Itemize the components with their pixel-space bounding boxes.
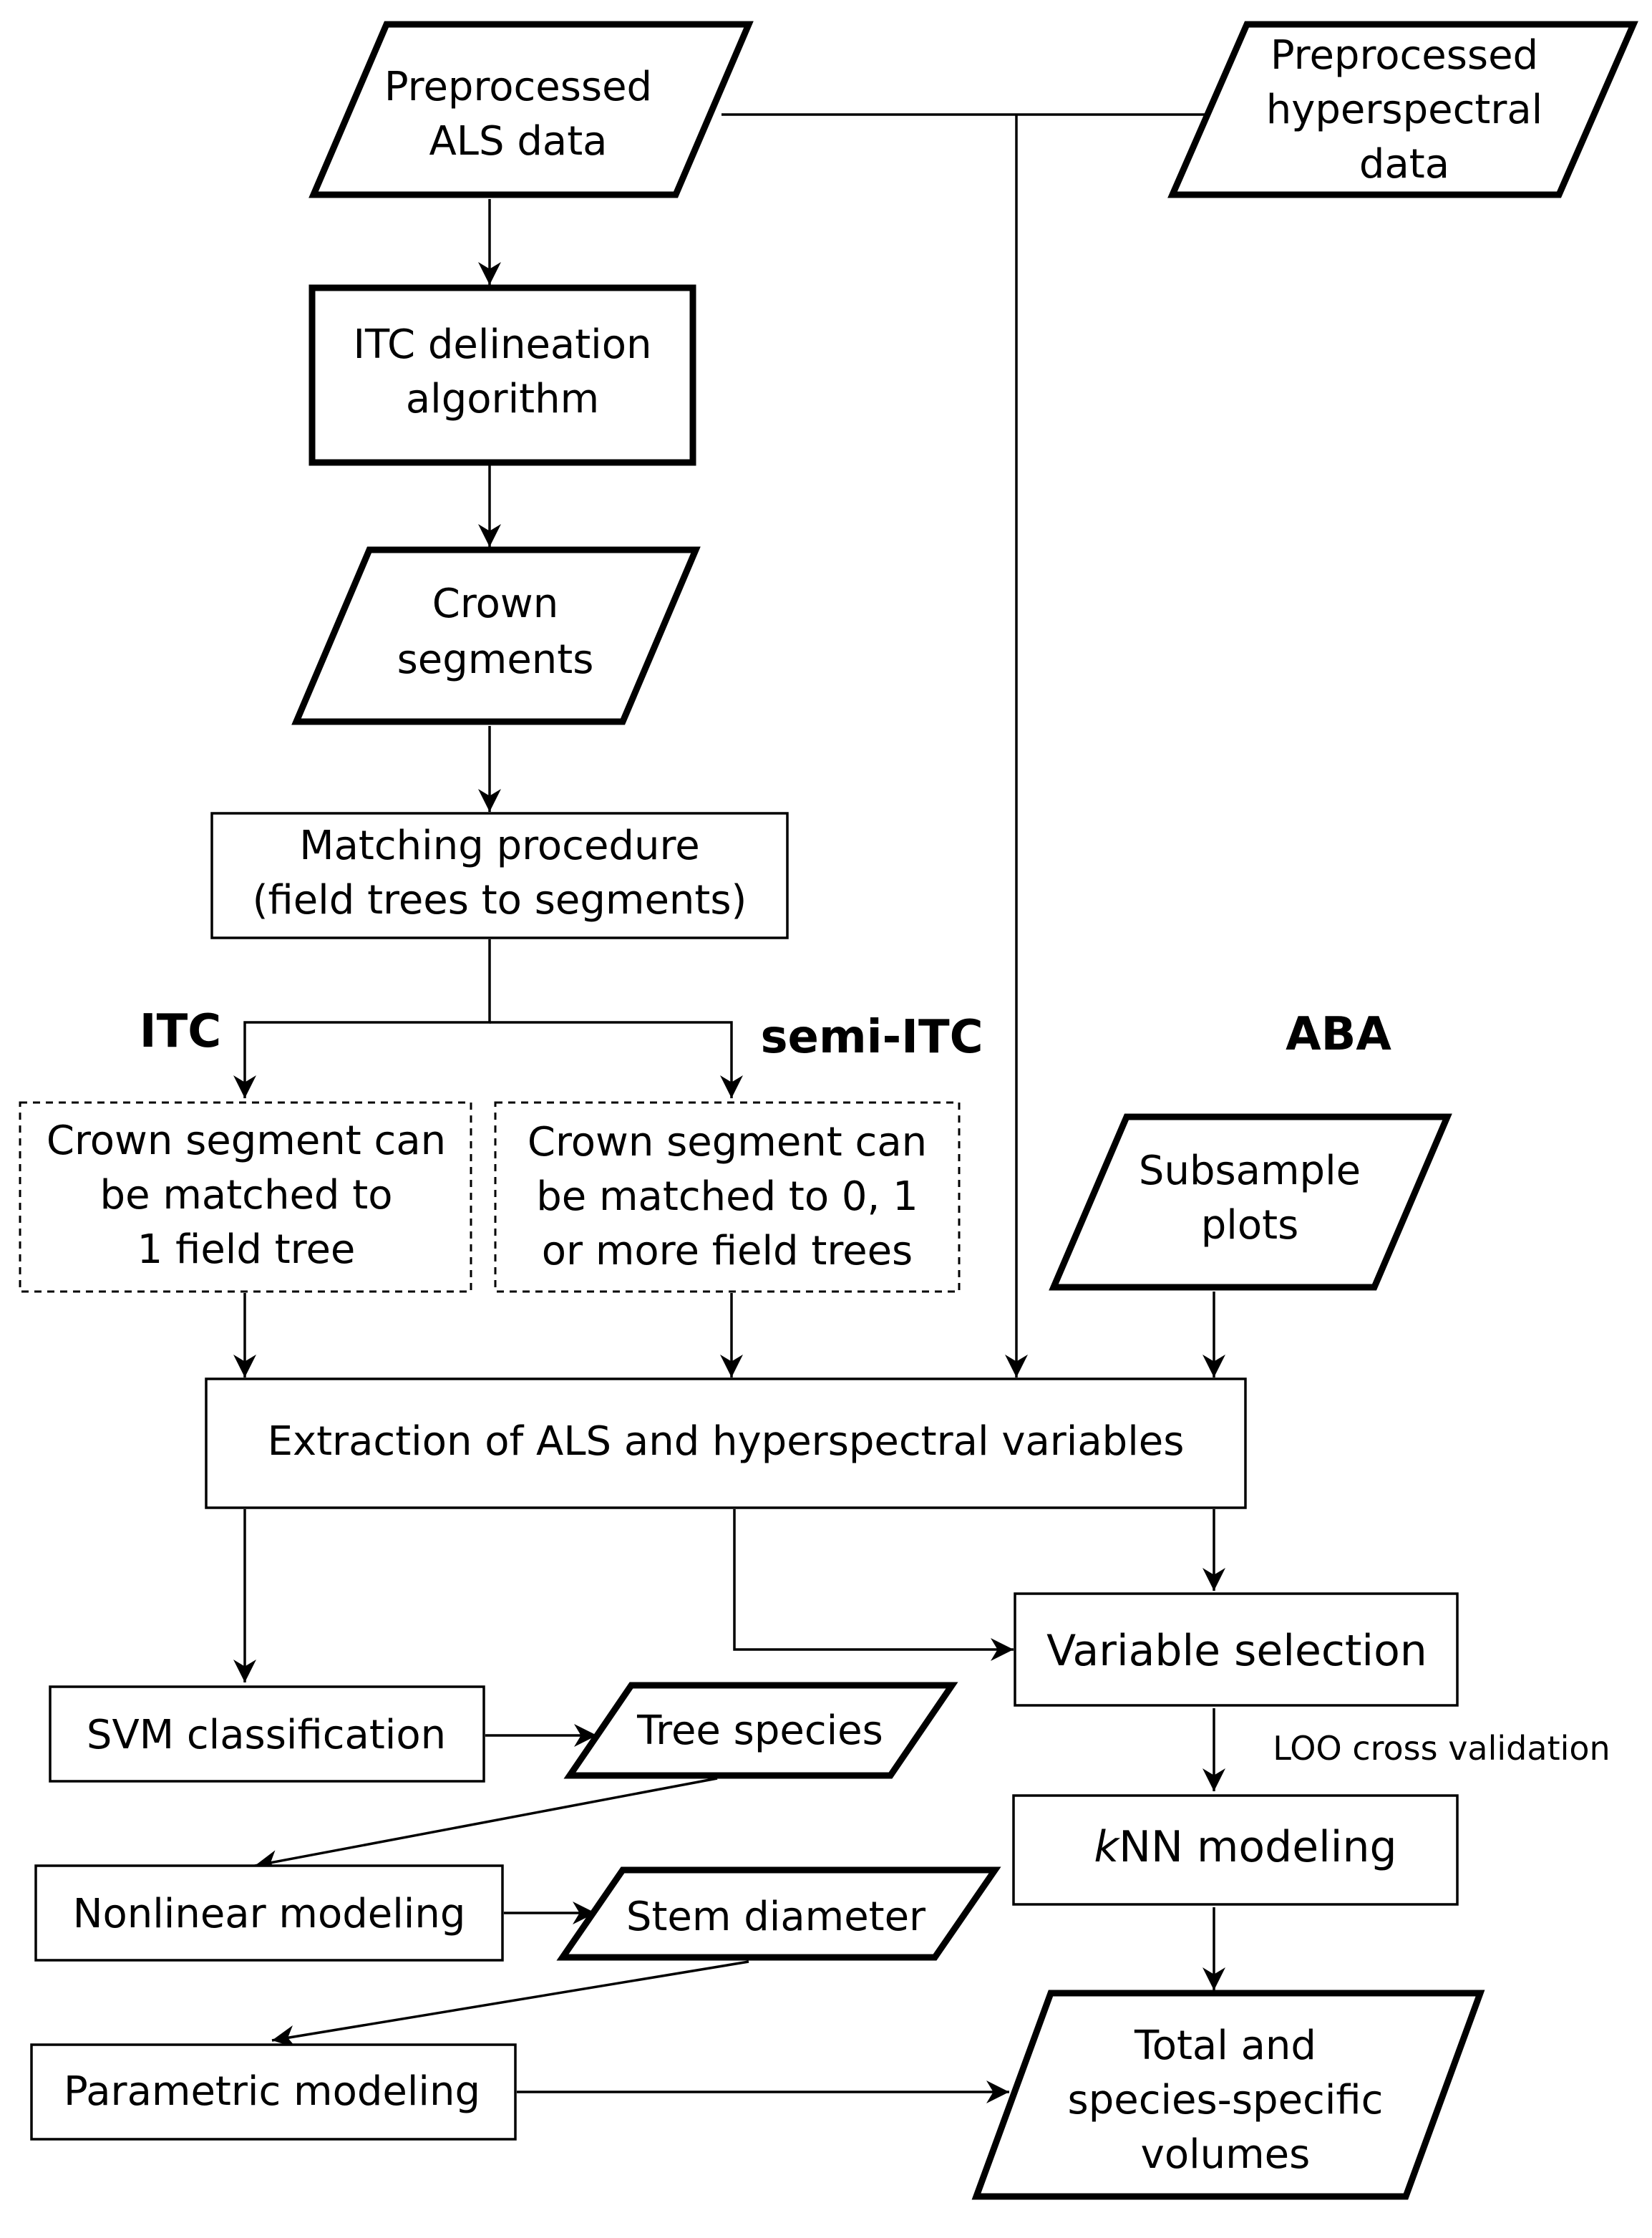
itc-option-line-2: be matched to (100, 1172, 393, 1219)
node-crown-segments: Crown segments (291, 546, 701, 725)
als-data-line-1: Preprocessed (384, 64, 652, 110)
stem-diameter-label: Stem diameter (626, 1894, 926, 1940)
svg-text:Matching procedure: Matching procedure (299, 823, 699, 869)
semi-itc-option-line-1: Crown segment can (528, 1119, 927, 1166)
svg-text:be matched to 0, 1: be matched to 0, 1 (536, 1173, 918, 1220)
node-total-and-species-specific-volumes: Total and species-specific volumes (971, 1990, 1485, 2200)
node-preprocessed-als-data: Preprocessed ALS data (308, 21, 754, 198)
svg-text:Preprocessed: Preprocessed (384, 64, 652, 110)
connector-matching-branch-right (490, 1021, 743, 1098)
svg-text:or more field trees: or more field trees (542, 1228, 913, 1274)
hyper-data-line-3: data (1359, 141, 1449, 188)
svg-text:Subsample: Subsample (1139, 1148, 1361, 1194)
itc-delineation-line-1: ITC delineation (354, 321, 652, 368)
parametric-modeling-label: Parametric modeling (64, 2068, 480, 2115)
hyper-data-line-1: Preprocessed (1270, 32, 1538, 79)
svg-text:1 field tree: 1 field tree (137, 1226, 356, 1273)
knn-rest: NN modeling (1119, 1822, 1396, 1872)
node-extraction-of-variables: Extraction of ALS and hyperspectral vari… (205, 1377, 1247, 1509)
svg-text:Crown: Crown (432, 581, 558, 627)
subsample-line-1: Subsample (1139, 1148, 1361, 1194)
connector-matching-branch (233, 939, 491, 1098)
edge-label-loo-cross-validation: LOO cross validation (1273, 1729, 1610, 1768)
svg-text:Crown segment can: Crown segment can (47, 1118, 446, 1164)
node-itc-delineation-algorithm: ITC delineation algorithm (308, 284, 696, 466)
svg-text:(field trees to segments): (field trees to segments) (253, 877, 747, 924)
node-parametric-modeling: Parametric modeling (30, 2043, 517, 2141)
arrow-stem-to-parametric (271, 1960, 749, 2048)
arrow-tree-species-to-nonlinear (254, 1777, 718, 1873)
hyper-data-line-2: hyperspectral (1266, 87, 1542, 133)
extraction-label: Extraction of ALS and hyperspectral vari… (268, 1418, 1185, 1465)
svg-text:be matched to: be matched to (100, 1172, 393, 1219)
crown-segments-line-1: Crown (432, 581, 558, 627)
matching-line-1: Matching procedure (299, 823, 699, 869)
node-nonlinear-modeling: Nonlinear modeling (34, 1864, 504, 1962)
svg-text:Preprocessed: Preprocessed (1270, 32, 1538, 79)
svg-text:plots: plots (1201, 1202, 1299, 1249)
svg-text:volumes: volumes (1141, 2131, 1311, 2178)
node-svm-classification: SVM classification (49, 1685, 485, 1783)
volumes-line-3: volumes (1141, 2131, 1311, 2178)
itc-delineation-line-2: algorithm (406, 376, 599, 422)
semi-itc-option-line-3: or more field trees (542, 1228, 913, 1274)
node-matching-procedure: Matching procedure (field trees to segme… (210, 812, 789, 939)
branch-label-itc: ITC (140, 1005, 221, 1058)
svg-text:data: data (1359, 141, 1449, 188)
svg-text:ALS data: ALS data (429, 118, 608, 165)
node-subsample-plots: Subsample plots (1049, 1113, 1452, 1291)
itc-option-line-3: 1 field tree (137, 1226, 356, 1273)
branch-label-aba: ABA (1286, 1008, 1391, 1061)
knn-k: k (1094, 1822, 1120, 1872)
als-data-line-2: ALS data (429, 118, 608, 165)
volumes-line-1: Total and (1134, 2023, 1316, 2069)
itc-option-line-1: Crown segment can (47, 1118, 446, 1164)
tree-species-label: Tree species (636, 1707, 883, 1754)
node-preprocessed-hyperspectral-data: Preprocessed hyperspectral data (1167, 21, 1638, 198)
arrow-extraction-to-variable-selection (733, 1509, 1014, 1661)
svg-text:Total and: Total and (1134, 2023, 1316, 2069)
nonlinear-modeling-label: Nonlinear modeling (73, 1891, 466, 1937)
svg-text:ITC delineation: ITC delineation (354, 321, 652, 368)
crown-segments-line-2: segments (397, 636, 594, 683)
svm-classification-label: SVM classification (87, 1712, 446, 1758)
svg-text:segments: segments (397, 636, 594, 683)
connectors (233, 113, 1225, 2103)
node-semi-itc-matching-option: Crown segment can be matched to 0, 1 or … (494, 1101, 961, 1293)
branch-label-semi-itc: semi-ITC (760, 1011, 983, 1064)
variable-selection-label: Variable selection (1046, 1626, 1427, 1676)
volumes-line-2: species-specific (1068, 2077, 1384, 2123)
node-knn-modeling: kNN modeling (1012, 1794, 1459, 1906)
svg-text:algorithm: algorithm (406, 376, 599, 422)
node-stem-diameter: Stem diameter (556, 1866, 1001, 1961)
knn-modeling-label: kNN modeling (1094, 1822, 1396, 1872)
node-itc-matching-option: Crown segment can be matched to 1 field … (19, 1101, 472, 1293)
svg-text:hyperspectral: hyperspectral (1266, 87, 1542, 133)
matching-line-2: (field trees to segments) (253, 877, 747, 924)
node-tree-species: Tree species (563, 1682, 958, 1779)
semi-itc-option-line-2: be matched to 0, 1 (536, 1173, 918, 1220)
svg-text:Crown segment can: Crown segment can (528, 1119, 927, 1166)
svg-text:species-specific: species-specific (1068, 2077, 1384, 2123)
node-variable-selection: Variable selection (1014, 1592, 1459, 1707)
subsample-line-2: plots (1201, 1202, 1299, 1249)
